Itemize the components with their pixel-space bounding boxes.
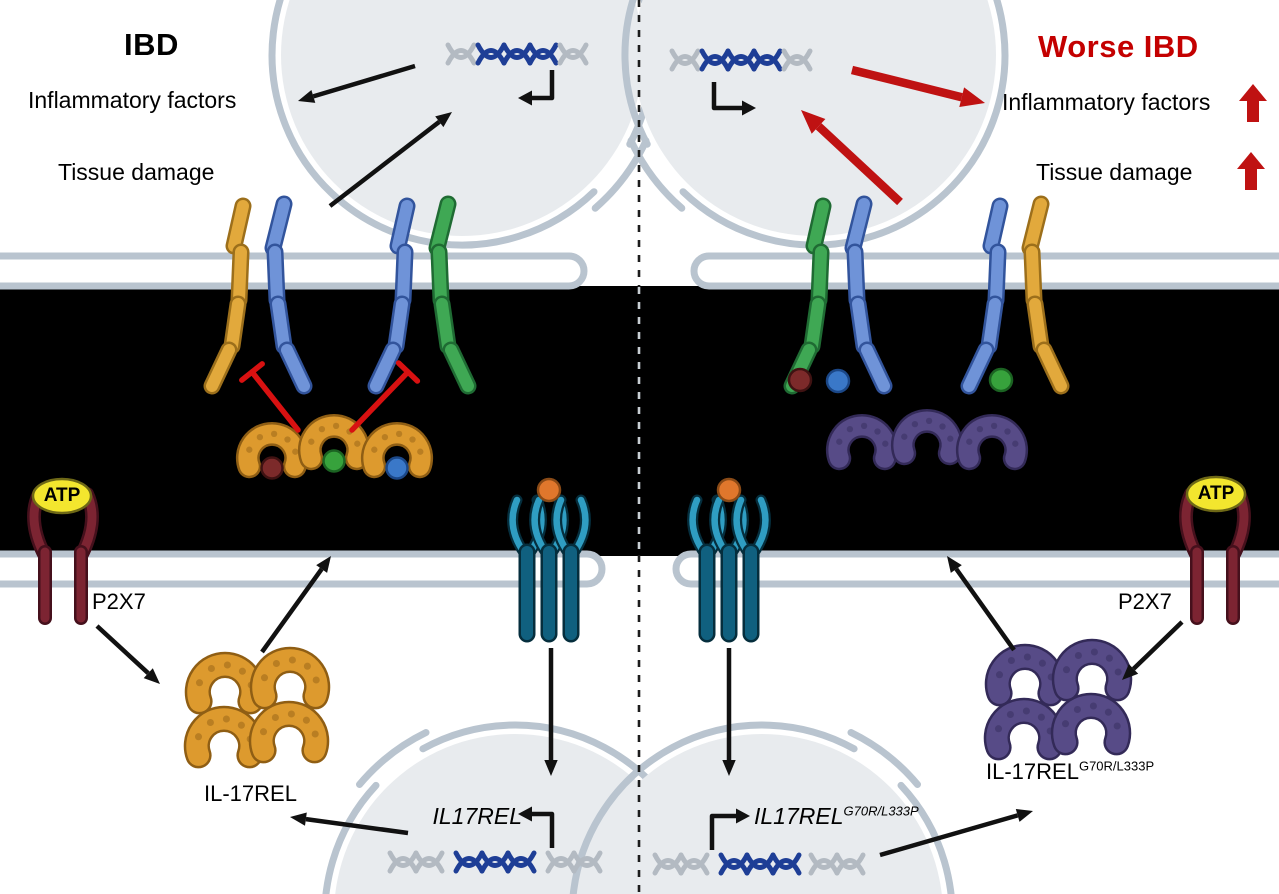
arrow-teal-to-nucleus-left xyxy=(544,648,558,776)
mutant-cluster-blob-3 xyxy=(983,697,1065,761)
arrow-gene-to-protein-left xyxy=(290,812,409,836)
arrow-nucleus-to-factors-left xyxy=(298,63,416,103)
il17-receptor-left-1 xyxy=(203,195,313,395)
red-arrow-nucleus-to-factors xyxy=(850,65,985,107)
il17rel-protein-label: IL-17REL xyxy=(204,781,297,806)
cell-membrane-top-left xyxy=(0,252,588,290)
atp-label-right: ATP xyxy=(1197,483,1235,505)
arrow-teal-to-nucleus-right xyxy=(722,648,736,776)
cell-membrane-top-right xyxy=(690,252,1279,290)
increase-arrow-inflammatory-icon xyxy=(1239,84,1267,122)
tissue-damage-label-right: Tissue damage xyxy=(1036,159,1193,185)
increase-arrow-tissue-icon xyxy=(1237,152,1265,190)
arrow-secretion-right xyxy=(947,556,1016,652)
mutant-gene-base: IL17REL xyxy=(754,803,844,829)
atp-label-left: ATP xyxy=(43,485,81,507)
p2x7-label-right: P2X7 xyxy=(1118,589,1172,614)
cytokine-green-icon xyxy=(988,367,1014,393)
mutant-protein-base: IL-17REL xyxy=(986,759,1079,784)
arrow-p2x7-to-cluster-left xyxy=(95,624,160,684)
mutant-decoy-2 xyxy=(890,409,964,466)
il17-receptor-left-2 xyxy=(367,195,477,395)
p2x7-label-left: P2X7 xyxy=(92,589,146,614)
transcription-arrow-bottom-right xyxy=(709,808,750,850)
il17rel-cluster-blob-1 xyxy=(184,651,266,715)
il17rel-decoy-3 xyxy=(360,422,434,479)
transcription-arrow-bottom-left xyxy=(518,806,555,848)
transcription-arrow-top-right xyxy=(711,82,756,116)
il17rel-mutant-protein-label: IL-17RELG70R/L333P xyxy=(986,758,1155,784)
mutant-cluster-blob-2 xyxy=(1051,638,1133,702)
red-arrow-receptor-to-nucleus xyxy=(801,110,903,206)
teal-receptor-right xyxy=(687,494,771,643)
dna-icon-top-right xyxy=(669,48,813,72)
dna-icon-top-left xyxy=(445,42,589,66)
panel-title-ibd: IBD xyxy=(124,27,179,62)
gene-left-text: IL17REL xyxy=(432,803,522,829)
atp-molecule-left xyxy=(31,477,93,515)
il17rel-decoy-1 xyxy=(235,422,309,479)
dna-icon-bottom-left xyxy=(387,850,603,874)
cytokine-maroon-icon xyxy=(787,367,813,393)
extracellular-space xyxy=(0,286,1279,556)
il17rel-mutant-gene-label: IL17RELG70R/L333P xyxy=(754,803,919,829)
inhibition-tbar-left-1 xyxy=(239,361,301,433)
nucleus-top-left xyxy=(268,0,656,249)
nucleus-bottom-right xyxy=(569,721,955,894)
inflammatory-factors-label-right: Inflammatory factors xyxy=(1002,89,1211,115)
atp-molecule-right xyxy=(1185,475,1247,513)
mutant-decoy-1 xyxy=(825,414,899,471)
arrow-secretion-left xyxy=(260,556,331,654)
tissue-damage-label-left: Tissue damage xyxy=(58,159,215,185)
mutant-gene-sup: G70R/L333P xyxy=(843,803,919,819)
panel-title-worse-ibd: Worse IBD xyxy=(1038,29,1199,64)
arrow-gene-to-protein-right xyxy=(879,809,1033,858)
cell-membrane-bottom-left xyxy=(0,550,606,588)
mutant-cluster-blob-4 xyxy=(1050,692,1132,756)
mutant-protein-sup: G70R/L333P xyxy=(1078,758,1155,774)
mutant-decoy-3 xyxy=(955,414,1029,471)
dna-icon-bottom-right xyxy=(652,852,866,876)
il17rel-decoy-2 xyxy=(297,414,371,471)
transcription-arrow-top-left xyxy=(518,70,555,106)
inhibition-tbar-left-2 xyxy=(349,360,421,433)
cytokine-blue-icon xyxy=(825,368,851,394)
cell-membrane-bottom-right xyxy=(672,550,1279,588)
il17rel-cluster-blob-4 xyxy=(248,700,330,764)
arrow-p2x7-to-cluster-right xyxy=(1122,620,1184,680)
il17rel-gene-label: IL17REL xyxy=(402,803,522,829)
inflammatory-factors-label-left: Inflammatory factors xyxy=(28,87,237,113)
il17rel-cluster-blob-2 xyxy=(249,646,331,710)
il17rel-cluster-blob-3 xyxy=(183,705,265,769)
mutant-cluster-blob-1 xyxy=(984,643,1066,707)
orange-ligand-right-icon xyxy=(716,477,742,503)
arrow-receptor-to-nucleus-left xyxy=(328,112,452,208)
teal-receptor-left xyxy=(507,494,591,643)
il17-receptor-right-2 xyxy=(960,195,1070,395)
orange-ligand-left-icon xyxy=(536,477,562,503)
